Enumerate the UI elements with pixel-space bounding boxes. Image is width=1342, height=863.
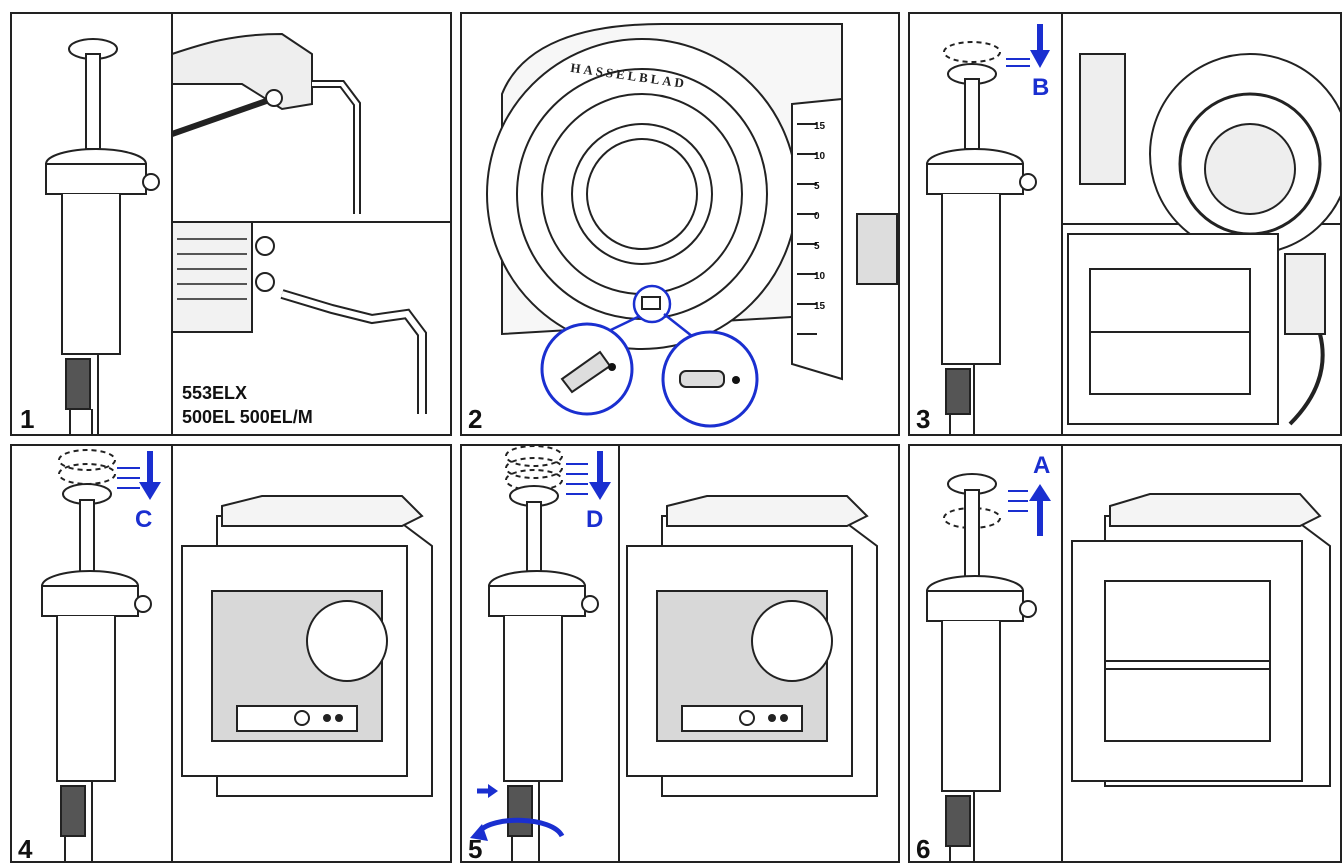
step-3-panel: B 3 bbox=[908, 12, 1342, 436]
camera-lens-mount-illustration bbox=[486, 23, 898, 428]
step-4-panel: C 4 bbox=[10, 444, 452, 863]
step-1-panel: 553ELX 500EL 500EL/M 1 bbox=[10, 12, 452, 436]
step-5-panel: D 5 bbox=[460, 444, 900, 863]
step-number-2: 2 bbox=[468, 404, 483, 434]
arrow-letter-a: A bbox=[1033, 452, 1051, 479]
arrow-letter-d: D bbox=[586, 506, 604, 533]
step-number-5: 5 bbox=[468, 834, 483, 863]
step-number-6: 6 bbox=[916, 834, 931, 863]
step-number-3: 3 bbox=[916, 404, 931, 434]
scale-tick: 10 bbox=[814, 271, 826, 282]
release-press-b-illustration bbox=[926, 14, 1340, 434]
scale-tick: 5 bbox=[814, 241, 820, 252]
release-return-a-illustration bbox=[926, 446, 1331, 861]
scale-tick: 15 bbox=[814, 301, 826, 312]
model-label-1: 553ELX bbox=[182, 383, 248, 403]
step-2-panel: HASSELBLAD 15 10 5 0 5 10 15 2 bbox=[460, 12, 900, 436]
arrow-letter-c: C bbox=[135, 506, 153, 533]
arrow-letter-b: B bbox=[1032, 74, 1050, 101]
focus-scale: 15 10 5 0 5 10 15 bbox=[814, 112, 836, 322]
step-number-1: 1 bbox=[20, 404, 35, 434]
release-press-c-illustration bbox=[41, 446, 433, 861]
remote-release-cord-illustration bbox=[45, 14, 450, 434]
release-press-d-lock-illustration bbox=[470, 446, 878, 861]
scale-tick: 0 bbox=[814, 211, 820, 222]
scale-tick: 5 bbox=[814, 181, 820, 192]
step-number-4: 4 bbox=[18, 834, 33, 863]
scale-tick: 10 bbox=[814, 151, 826, 162]
step-6-panel: A 6 bbox=[908, 444, 1342, 863]
scale-tick: 15 bbox=[814, 121, 826, 132]
model-label-2: 500EL 500EL/M bbox=[182, 407, 313, 427]
